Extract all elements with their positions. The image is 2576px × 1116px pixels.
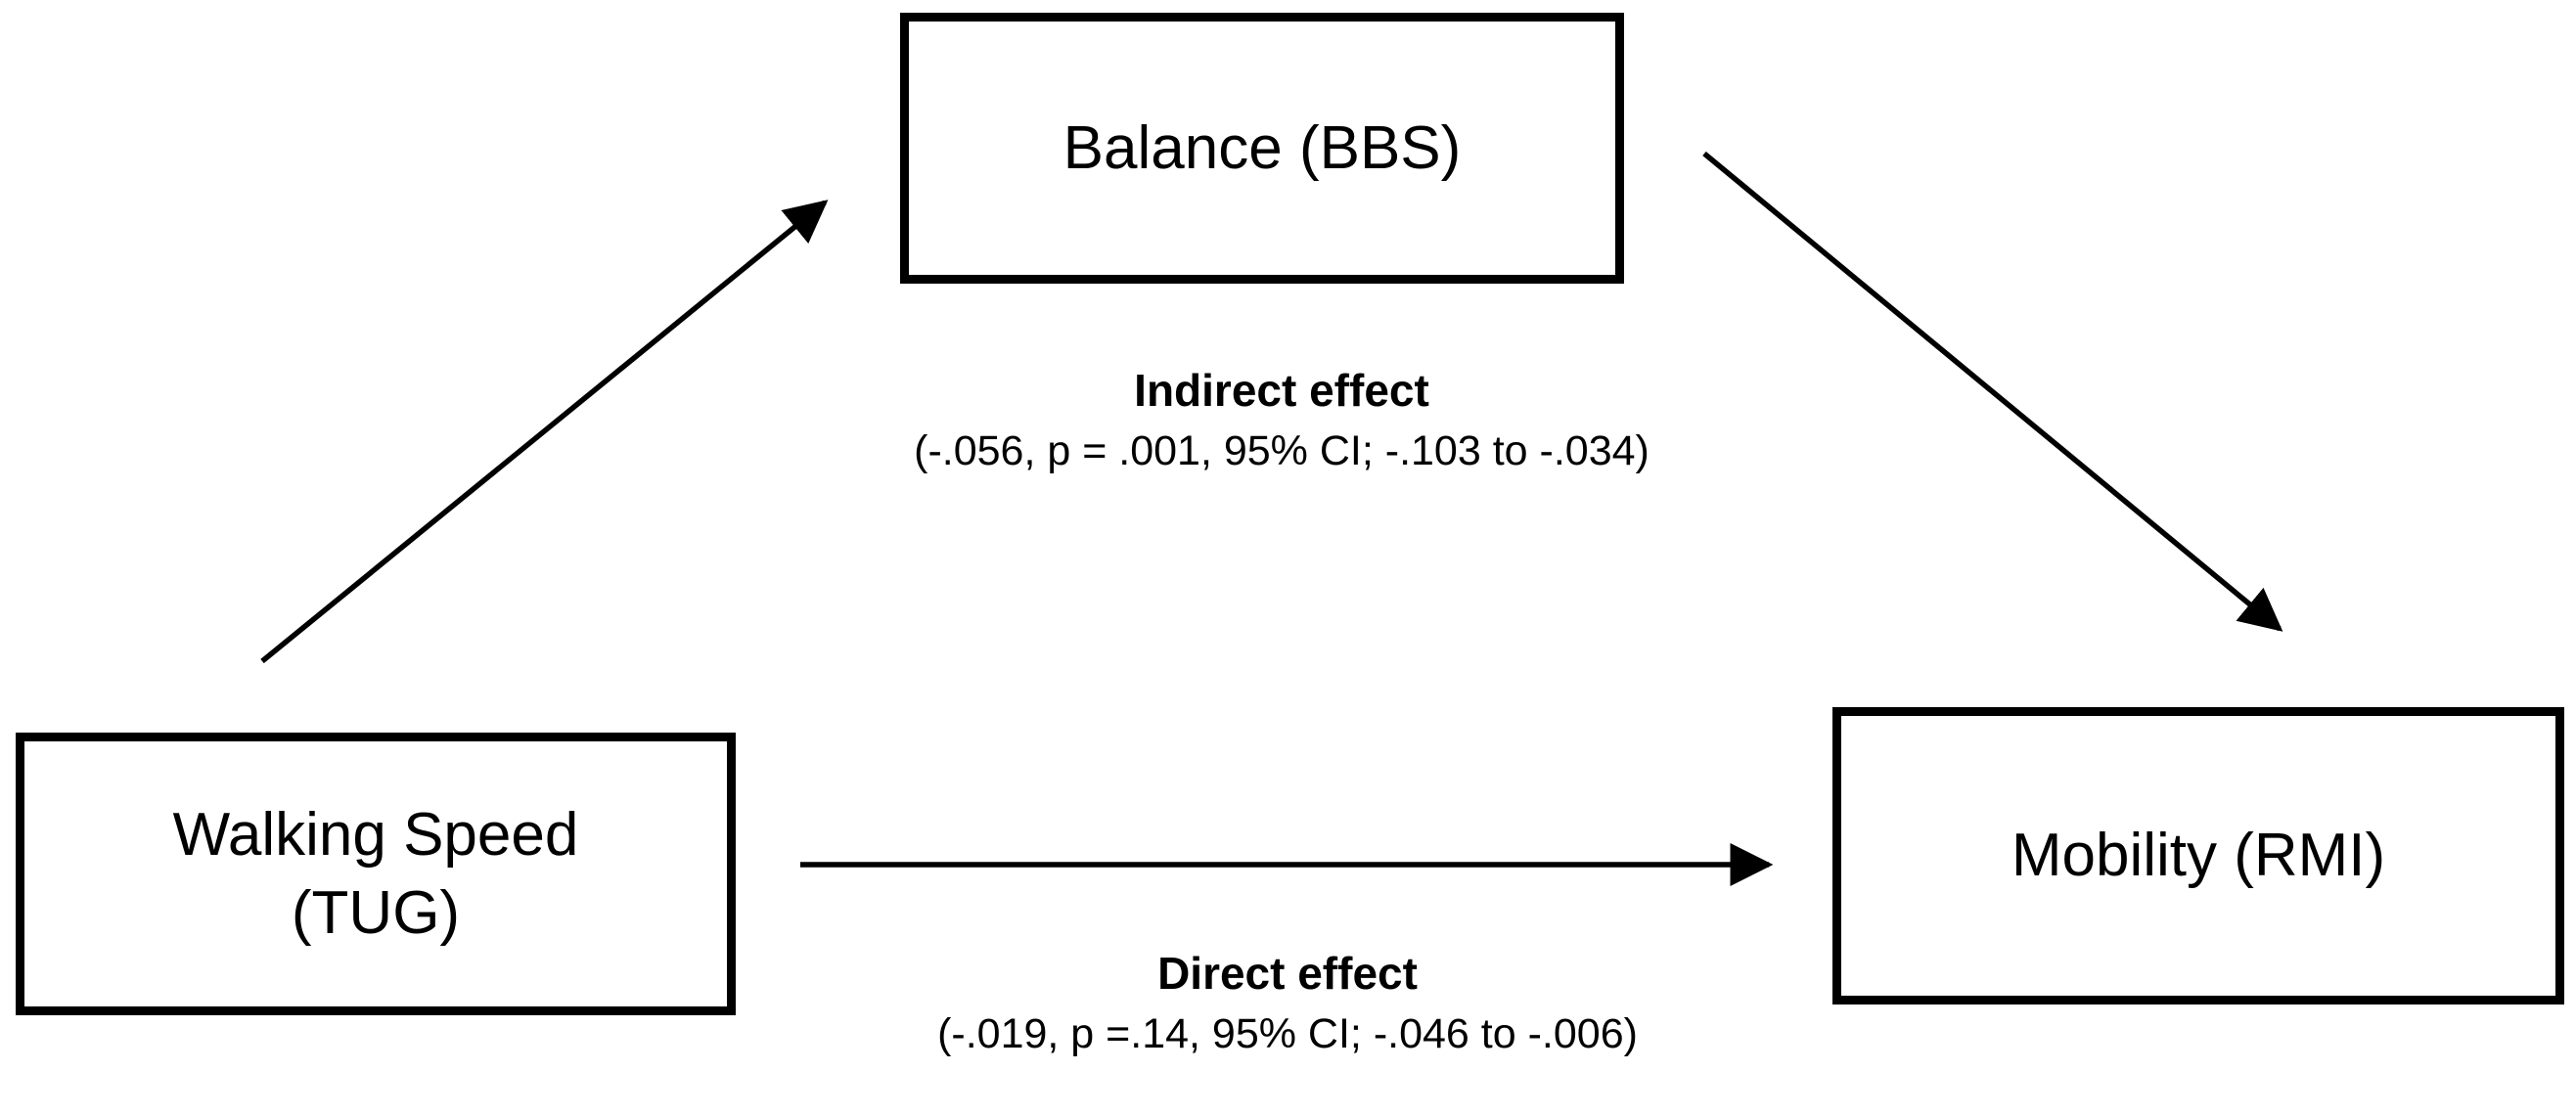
- outcome-node-label: Mobility (RMI): [2011, 822, 2386, 890]
- direct-effect-title: Direct effect: [1157, 948, 1418, 999]
- direct-effect-annotation: Direct effect (-.019, p =.14, 95% CI; -.…: [798, 947, 1777, 1061]
- predictor-node-label-line2: (TUG): [291, 878, 461, 947]
- outcome-node: Mobility (RMI): [1832, 707, 2564, 1004]
- indirect-effect-detail: (-.056, p = .001, 95% CI; -.103 to -.034…: [914, 427, 1650, 475]
- predictor-node: Walking Speed (TUG): [16, 733, 736, 1015]
- mediator-node-label: Balance (BBS): [1062, 113, 1462, 182]
- path-a-arrow: [260, 200, 829, 664]
- indirect-effect-annotation: Indirect effect (-.056, p = .001, 95% CI…: [792, 364, 1771, 478]
- mediator-node: Balance (BBS): [900, 13, 1624, 284]
- path-b-arrow: [1702, 151, 2283, 632]
- predictor-node-label-line1: Walking Speed: [172, 801, 579, 870]
- indirect-effect-title: Indirect effect: [1134, 365, 1429, 416]
- direct-effect-detail: (-.019, p =.14, 95% CI; -.046 to -.006): [937, 1010, 1638, 1058]
